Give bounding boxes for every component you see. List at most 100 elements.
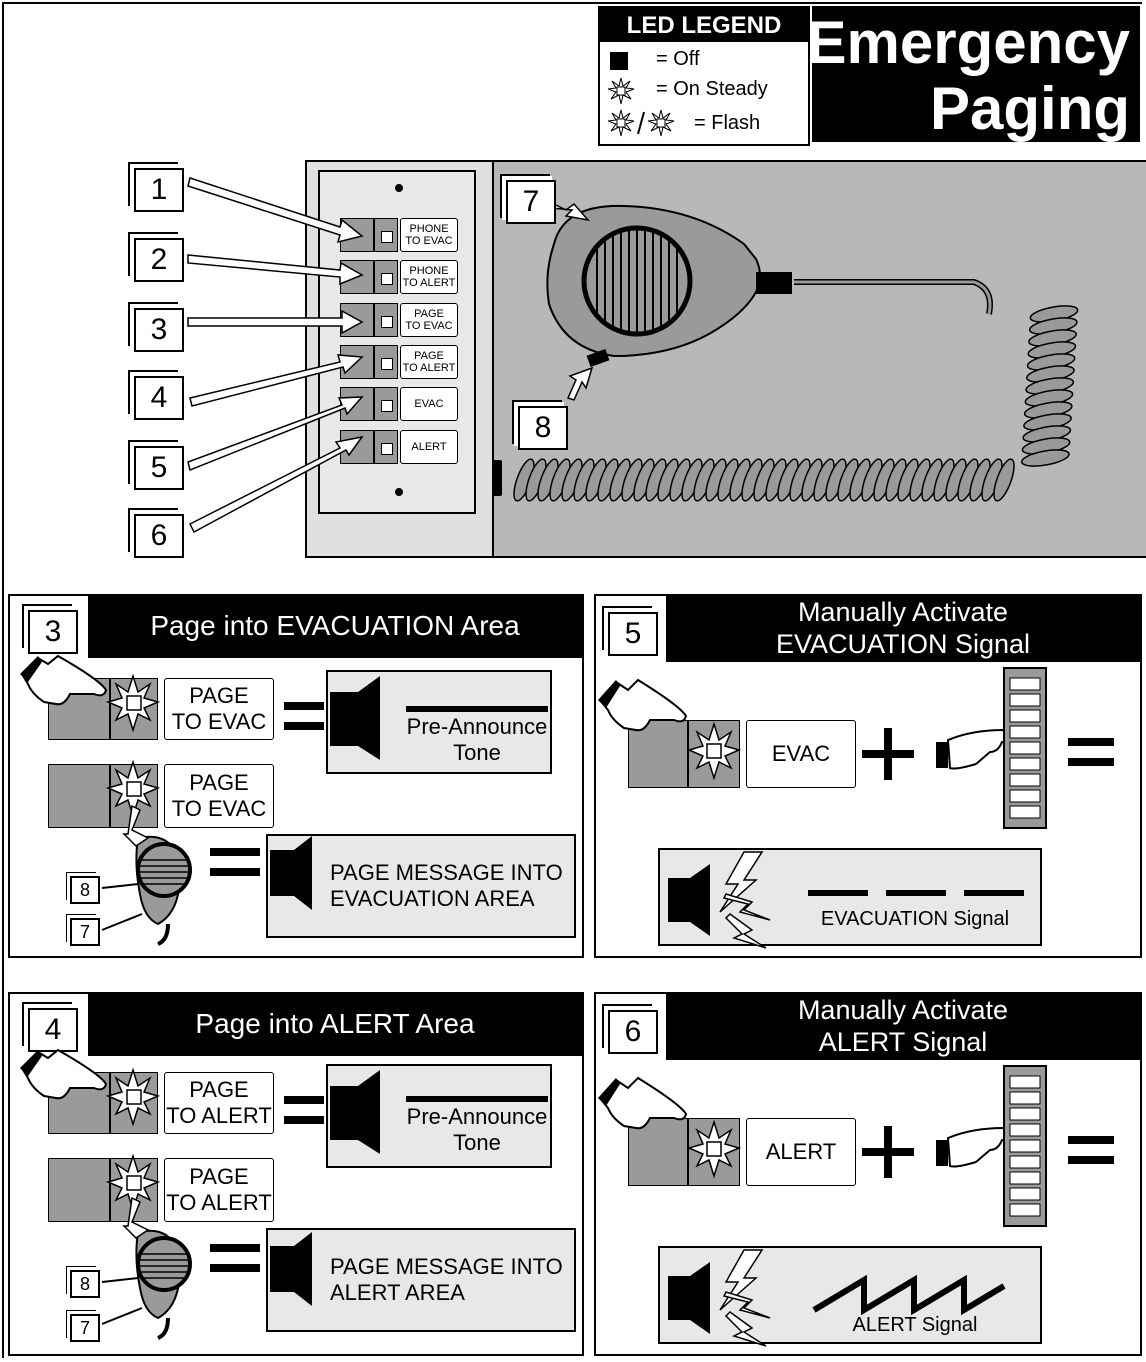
button-pad[interactable] [340,387,374,421]
coiled-cord [513,305,1079,502]
section-number: 5 [608,612,658,656]
speaker-icon [330,1070,548,1154]
callout-1: 1 [134,168,184,212]
legend-title: LED LEGEND [600,8,808,42]
pre-announce-line2: Tone [453,740,501,765]
legend-steady-text: = On Steady [656,78,768,100]
screw-icon [395,184,403,192]
page-message-line1: PAGE MESSAGE INTO [330,1254,563,1279]
alert-signal-box [658,1246,1042,1344]
evac-label: EVAC [746,720,856,788]
section5-graphics [598,667,1114,949]
legend-flash-text: = Flash [694,112,761,134]
evac-signal-label: EVACUATION Signal [820,908,1010,930]
led-indicator [374,430,398,464]
led-indicator [374,387,398,421]
section6-graphics [598,1065,1114,1347]
callout-4: 4 [134,376,184,420]
alert-button-pad[interactable] [628,1118,688,1186]
led-indicator [374,345,398,379]
microphone-small-icon [101,804,192,946]
section-number: 3 [28,610,78,654]
speaker-icon [270,836,312,910]
callout-7-small: 7 [70,1314,100,1342]
page-message-line2: ALERT AREA [330,1280,465,1305]
page-message-box [266,1228,576,1332]
callout-5: 5 [134,446,184,490]
speaker-icon [270,1232,312,1306]
led-legend: LED LEGEND = Off = On Steady = Flash [598,6,810,146]
speaker-icon [330,676,548,760]
callout-8-small: 8 [70,1270,100,1298]
title-line2: Paging [929,75,1130,142]
callout-arrows [187,177,364,534]
panel-button-evac[interactable]: EVAC [340,387,460,421]
page-message-line1: PAGE MESSAGE INTO [330,860,563,885]
pointing-hand-icon [936,1126,1022,1168]
pre-announce-line2: Tone [453,1130,501,1155]
led-indicator [374,303,398,337]
callout-8-small: 8 [70,876,100,904]
section3-graphics [20,654,548,946]
section-number: 6 [608,1010,658,1054]
section-header: Page into EVACUATION Area [88,596,582,658]
pointing-hand-icon [936,728,1022,770]
pre-announce-line1: Pre-Announce [406,1104,548,1129]
callout-3: 3 [134,308,184,352]
alert-button-pad[interactable] [48,1158,110,1222]
screw-icon [395,488,403,496]
title-line1: Emergency [806,9,1131,76]
led-flash-icon [607,109,675,137]
lightning-icon [719,1249,771,1347]
led-indicator [374,260,398,294]
speaker-icon [668,864,710,936]
pointing-hand-icon [598,1076,688,1130]
callout-7: 7 [506,180,556,224]
section-number: 4 [28,1008,78,1052]
sawtooth-wave-icon [812,1274,1006,1316]
pre-announce-line1: Pre-Announce [406,714,548,739]
callout-7-small: 7 [70,918,100,946]
page-message-box [266,834,576,938]
panel-button-alert[interactable]: ALERT [340,430,460,464]
terminal-strip-icon [1003,1065,1047,1227]
section-header: Page into ALERT Area [88,994,582,1056]
button-label: EVAC [400,387,458,421]
pointing-hand-icon [20,1048,108,1100]
alert-label: ALERT [746,1118,856,1186]
terminal-strip-icon [1003,667,1047,829]
led-off-icon [610,52,628,70]
alert-signal-label: ALERT Signal [852,1314,978,1336]
led-steady-icon [607,77,635,105]
microphone-icon [492,199,1079,502]
evac-signal-box [658,848,1042,946]
callout-8: 8 [518,406,568,450]
led-indicator [374,218,398,252]
pointing-hand-icon [20,654,108,706]
evac-button-pad[interactable] [48,764,110,828]
lightning-icon [719,851,771,949]
legend-off-text: = Off [656,48,700,70]
button-label: ALERT [400,430,458,464]
speaker-icon [668,1262,710,1334]
microphone-small-icon [101,1196,192,1340]
pointing-hand-icon [598,678,688,732]
callout-6: 6 [134,514,184,558]
page-message-line2: EVACUATION AREA [330,886,535,911]
section4-graphics [20,1048,548,1340]
callout-2: 2 [134,238,184,282]
